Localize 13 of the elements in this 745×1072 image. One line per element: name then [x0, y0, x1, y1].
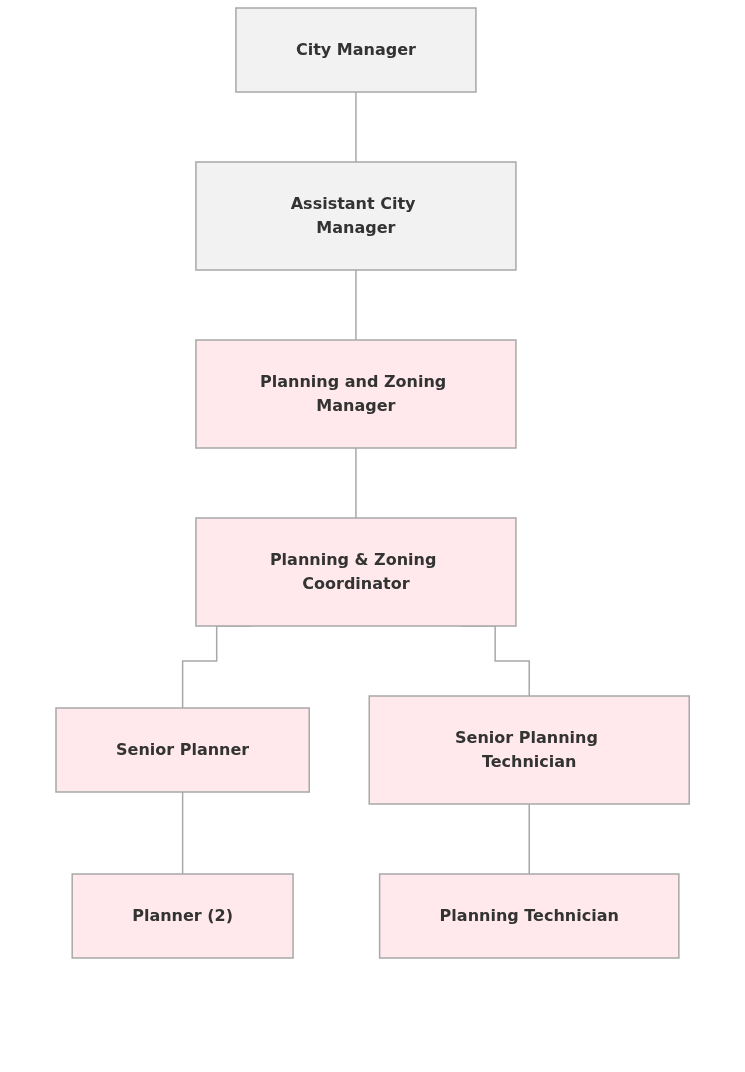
node-box: Planning & Zoning Coordinator	[195, 517, 517, 627]
node-box: Senior Planner	[55, 707, 310, 793]
node-box: Assistant City Manager	[195, 161, 517, 271]
node-box: Planning and Zoning Manager	[195, 339, 517, 449]
node-box: Planning Technician	[378, 873, 680, 959]
connector	[355, 269, 357, 341]
connector	[355, 91, 357, 163]
connector	[355, 447, 357, 519]
node-box: Senior Planning Technician	[368, 695, 690, 805]
connector	[181, 791, 184, 875]
node-box: City Manager	[235, 7, 477, 93]
connector	[528, 803, 530, 875]
node-box: Planner (2)	[71, 873, 294, 959]
